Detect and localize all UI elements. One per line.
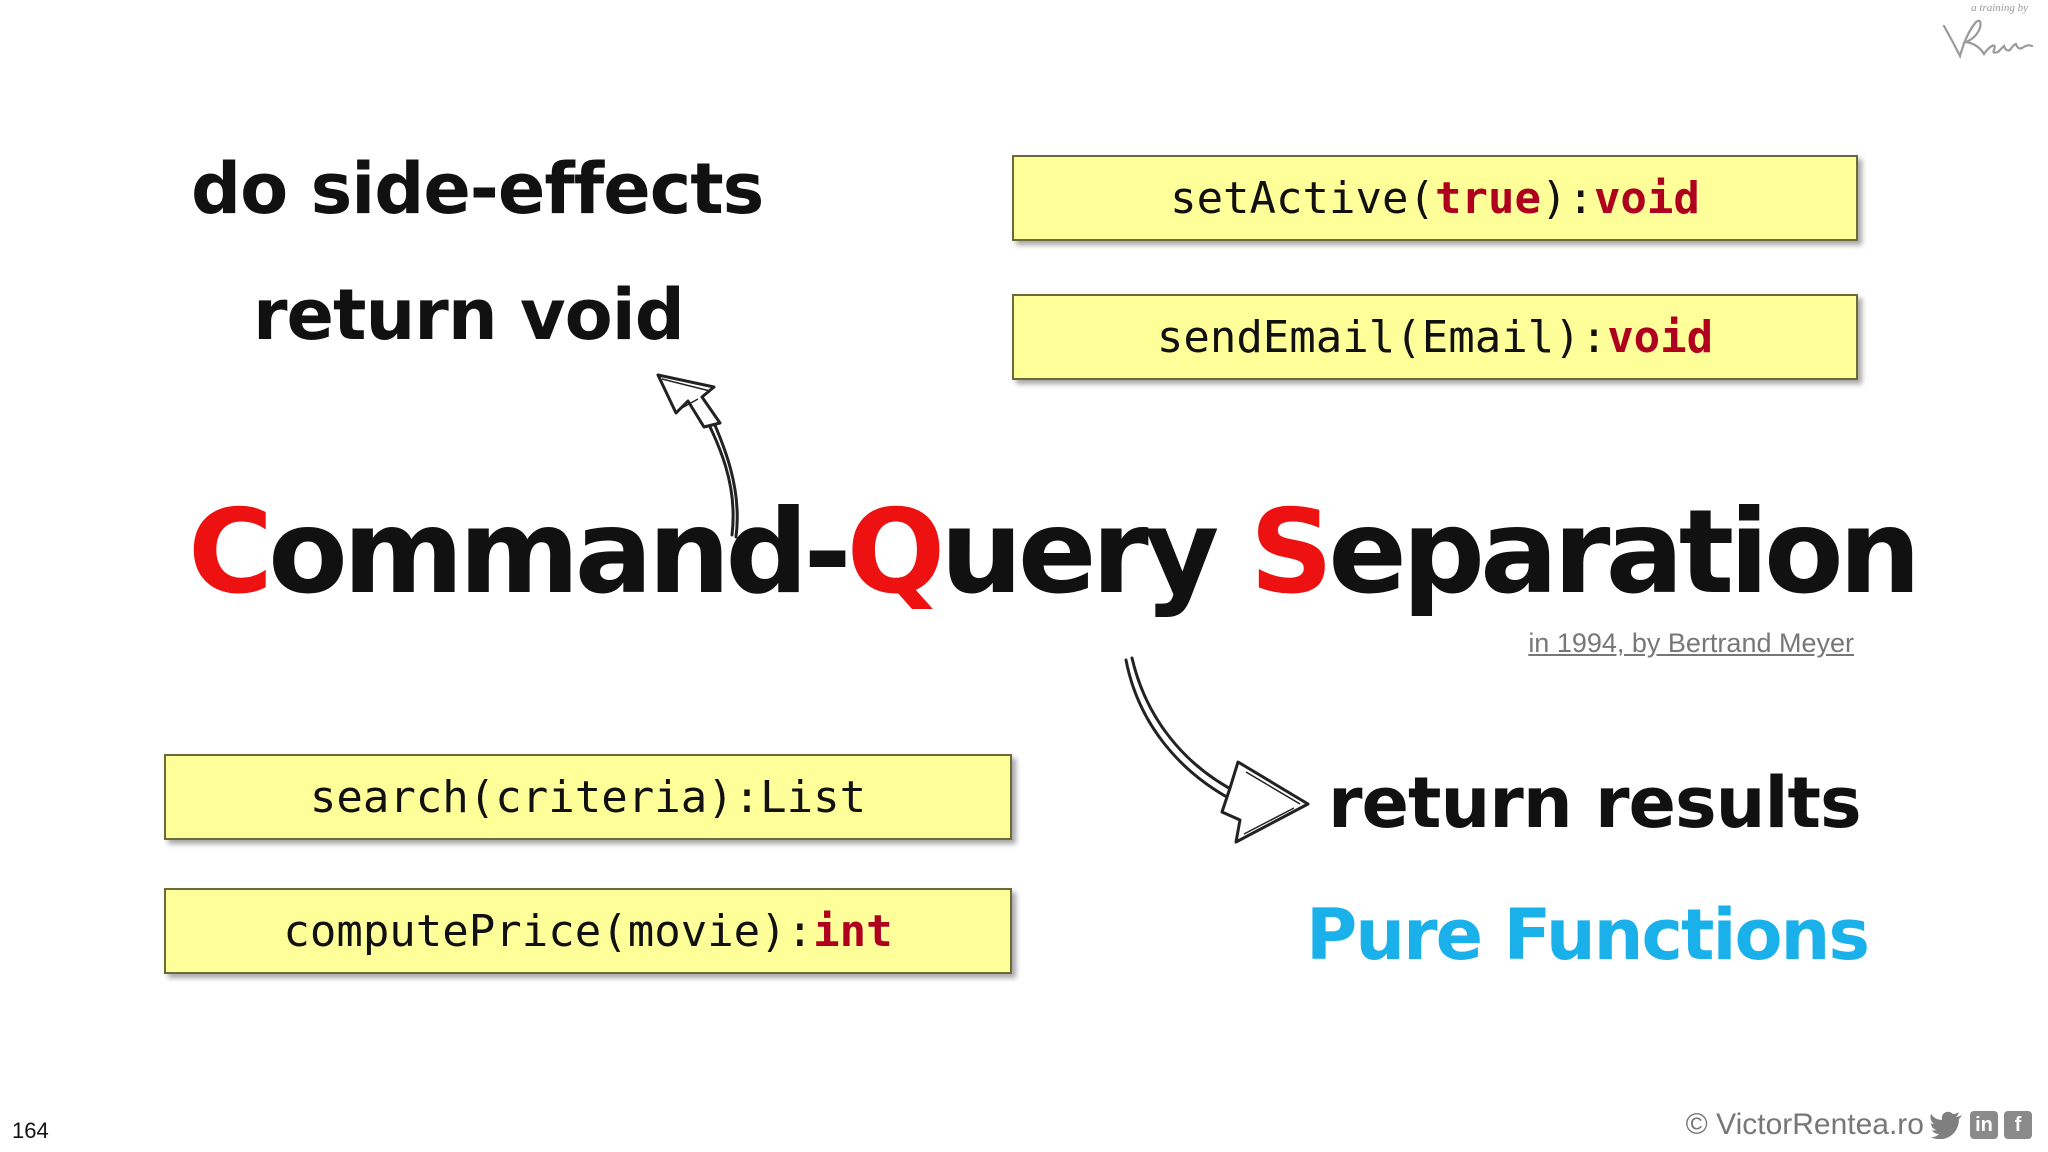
commands-heading-return-void: return void <box>253 274 685 356</box>
twitter-icon[interactable] <box>1930 1111 1964 1139</box>
arrow-down-icon <box>1124 656 1310 844</box>
code-text: computePrice(movie): <box>283 905 814 957</box>
title-initial-c: C <box>188 485 273 620</box>
facebook-icon[interactable]: f <box>2004 1111 2032 1139</box>
code-example-search: search(criteria):List <box>164 754 1012 840</box>
code-example-set-active: setActive(true):void <box>1012 155 1858 241</box>
linkedin-icon[interactable]: in <box>1970 1111 1998 1139</box>
code-example-compute-price: computePrice(movie):int <box>164 888 1012 974</box>
title-text: eparation <box>1328 485 1921 620</box>
logo-tagline: a training by <box>1971 2 2028 14</box>
arrow-up-icon <box>656 373 739 539</box>
code-keyword: true <box>1434 172 1541 224</box>
commands-heading-side-effects: do side-effects <box>191 148 764 230</box>
slide-number: 164 <box>12 1118 49 1143</box>
pure-functions-label: Pure Functions <box>1306 894 1870 976</box>
signature-logo <box>1942 19 2034 60</box>
title-initial-q: Q <box>846 485 946 620</box>
code-keyword: void <box>1593 172 1700 224</box>
slide-title: Command-Query Separation <box>188 495 1921 611</box>
title-initial-s: S <box>1249 485 1334 620</box>
code-text: sendEmail(Email): <box>1156 311 1608 363</box>
copyright-text: © VictorRentea.ro <box>1685 1108 1924 1141</box>
code-keyword: int <box>813 905 893 957</box>
title-text: ommand- <box>268 485 851 620</box>
code-text: setActive( <box>1170 172 1435 224</box>
code-keyword: void <box>1607 311 1714 363</box>
code-text: ): <box>1540 172 1594 224</box>
footer: © VictorRentea.ro in f <box>1686 1108 2032 1142</box>
title-text: uery <box>940 485 1250 620</box>
code-example-send-email: sendEmail(Email):void <box>1012 294 1858 380</box>
reference-link[interactable]: in 1994, by Bertrand Meyer <box>1528 628 1854 658</box>
code-text: search(criteria):List <box>309 771 867 823</box>
queries-heading-return-results: return results <box>1328 762 1862 844</box>
